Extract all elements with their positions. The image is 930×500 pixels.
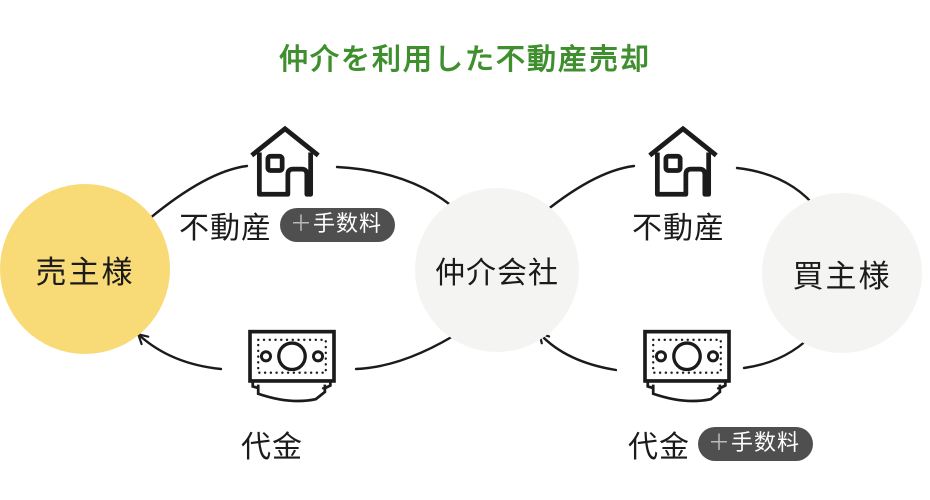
house-icon: [645, 124, 721, 200]
seller-label: 売主様: [35, 254, 135, 290]
fee-badge: ＋ 手数料: [280, 207, 396, 243]
seller-node: 売主様: [0, 184, 170, 354]
plus-sign: ＋: [708, 429, 731, 455]
house-icon: [247, 124, 323, 200]
flow-broker-to-buyer: 不動産: [632, 203, 725, 247]
fee-badge-label: 手数料: [731, 429, 801, 455]
flow-label-realestate-right: 不動産: [632, 212, 725, 245]
page-title: 仲介を利用した不動産売却: [278, 44, 651, 76]
flow-broker-to-seller: 代金: [241, 422, 303, 466]
arrow-broker-to-seller-head: [137, 333, 223, 371]
flow-label-payment-left: 代金: [241, 431, 303, 464]
flow-buyer-to-broker: 代金 ＋ 手数料: [628, 422, 814, 466]
buyer-label: 買主様: [792, 258, 892, 294]
buyer-node: 買主様: [762, 193, 922, 353]
money-icon: [641, 328, 733, 412]
flow-seller-to-broker: 不動産 ＋ 手数料: [179, 203, 396, 247]
arrow-buyer-to-broker-head: [538, 332, 618, 372]
fee-badge-label: 手数料: [313, 210, 383, 236]
broker-label: 仲介会社: [435, 257, 559, 290]
money-icon: [246, 328, 338, 412]
flow-label-realestate-left: 不動産: [179, 212, 272, 245]
broker-node: 仲介会社: [415, 188, 579, 352]
arrow-broker-to-seller-tail: [354, 328, 465, 371]
fee-badge: ＋ 手数料: [698, 426, 814, 462]
plus-sign: ＋: [290, 210, 313, 236]
flow-label-payment-right: 代金: [628, 431, 690, 464]
